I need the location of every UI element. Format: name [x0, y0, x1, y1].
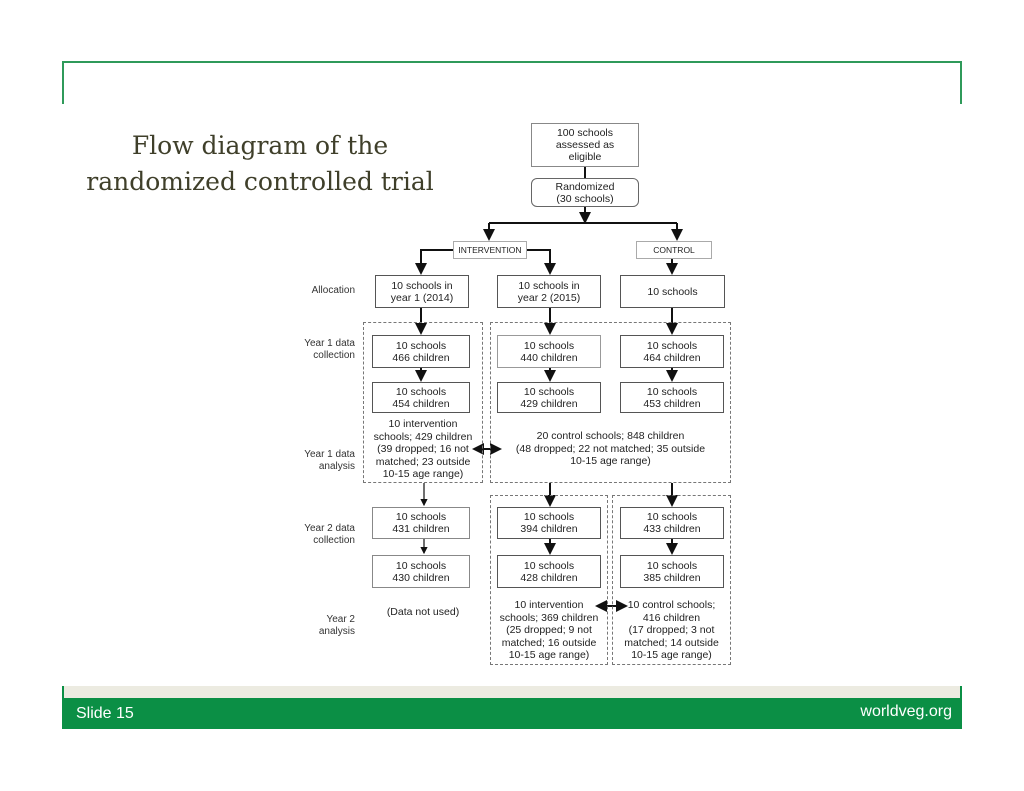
arrow-intervention-year1: [415, 249, 453, 275]
year1-analysis-intervention: 10 intervention schools; 429 children (3…: [373, 418, 473, 480]
year2-top-box-3: 10 schools 433 children: [620, 507, 724, 539]
footer-left-edge: [62, 686, 64, 698]
year1-control-group: [490, 322, 731, 483]
frame-right-line: [960, 61, 962, 104]
row-label-allocation: Allocation: [311, 285, 355, 296]
year2-analysis-control: 10 control schools; 416 children (17 dro…: [624, 599, 719, 661]
row-label-year1-collection: Year 1 data collection: [304, 338, 355, 361]
row-label-year1-analysis: Year 1 data analysis: [304, 449, 355, 472]
slide-number: Slide 15: [76, 705, 134, 722]
year1-bottom-box-2: 10 schools 429 children: [497, 382, 601, 413]
frame-top-line: [62, 61, 962, 63]
year2-top-box-1: 10 schools 431 children: [372, 507, 470, 539]
year2-data-not-used: (Data not used): [386, 606, 460, 618]
randomized-box: Randomized (30 schools): [531, 178, 639, 207]
year2-analysis-intervention: 10 intervention schools; 369 children (2…: [499, 599, 599, 661]
footer-band: [62, 686, 962, 698]
control-label: CONTROL: [636, 241, 712, 259]
year1-analysis-control: 20 control schools; 848 children (48 dro…: [515, 430, 706, 467]
year2-bottom-box-1: 10 schools 430 children: [372, 555, 470, 588]
year2-control-group: [612, 495, 731, 665]
year1-top-box-2: 10 schools 440 children: [497, 335, 601, 368]
year2-bottom-box-3: 10 schools 385 children: [620, 555, 724, 588]
footer-right-edge: [960, 686, 962, 698]
eligible-box: 100 schools assessed as eligible: [531, 123, 639, 167]
intervention-label: INTERVENTION: [453, 241, 527, 259]
website-label: worldveg.org: [860, 703, 952, 720]
year2-intervention-group: [490, 495, 608, 665]
allocation-box-3: 10 schools: [620, 275, 725, 308]
year1-top-box-3: 10 schools 464 children: [620, 335, 724, 368]
footer-bar: [62, 698, 962, 729]
year1-top-box-1: 10 schools 466 children: [372, 335, 470, 368]
row-label-year2-analysis: Year 2 analysis: [318, 614, 355, 637]
year1-bottom-box-1: 10 schools 454 children: [372, 382, 470, 413]
allocation-box-2: 10 schools in year 2 (2015): [497, 275, 601, 308]
year2-top-box-2: 10 schools 394 children: [497, 507, 601, 539]
allocation-box-1: 10 schools in year 1 (2014): [375, 275, 469, 308]
year2-bottom-box-2: 10 schools 428 children: [497, 555, 601, 588]
year1-intervention-group: [363, 322, 483, 483]
year1-bottom-box-3: 10 schools 453 children: [620, 382, 724, 413]
arrow-intervention-year2: [527, 249, 556, 275]
frame-left-line: [62, 61, 64, 104]
slide-title: Flow diagram of the randomized controlle…: [86, 131, 434, 196]
row-label-year2-collection: Year 2 data collection: [304, 523, 355, 546]
